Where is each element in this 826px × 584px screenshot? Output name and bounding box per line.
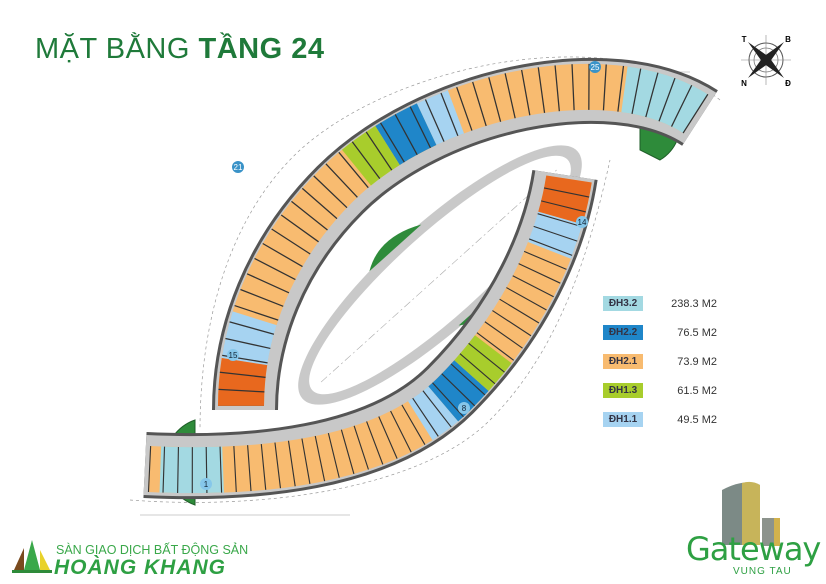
unit-dh1-3 (218, 63, 709, 407)
svg-text:21: 21 (234, 163, 243, 172)
compass-label-west: T (742, 35, 747, 44)
svg-text:14: 14 (578, 218, 587, 227)
legend-area: 73.9 M2 (677, 355, 717, 368)
grid-marker: 8 (458, 402, 470, 414)
svg-text:25: 25 (591, 63, 600, 72)
legend-swatch: ĐH2.2 (603, 325, 643, 340)
legend-area: 238.3 M2 (671, 297, 717, 310)
project-logo-name: Gateway (686, 530, 821, 568)
title-prefix: MẶT BẰNG (35, 33, 190, 65)
svg-text:1: 1 (204, 480, 209, 489)
title-floor: TẦNG 24 (198, 33, 325, 65)
compass-label-east: Đ (785, 79, 791, 88)
grid-marker: 21 (232, 161, 244, 173)
dimension-line-outer-upper (199, 56, 721, 431)
hoang-khang-logo-icon (12, 540, 52, 573)
legend-item: ĐH2.2 76.5 M2 (603, 318, 717, 347)
gateway-tower-image (722, 481, 780, 546)
legend-swatch: ĐH1.1 (603, 412, 643, 427)
page-title: MẶT BẰNG TẦNG 24 (35, 33, 324, 66)
legend-swatch: ĐH1.3 (603, 383, 643, 398)
grid-marker: 1 (200, 478, 212, 490)
building-wing-lower (143, 169, 598, 500)
unit-type-legend: ĐH3.2 238.3 M2 ĐH2.2 76.5 M2 ĐH2.1 73.9 … (603, 289, 717, 434)
project-location: VUNG TAU (733, 566, 792, 577)
grid-marker: 15 (227, 349, 239, 361)
developer-tagline: SÀN GIAO DỊCH BẤT ĐỘNG SẢN (56, 543, 249, 557)
building-wing-upper (212, 57, 718, 411)
legend-item: ĐH1.1 49.5 M2 (603, 405, 717, 434)
compass-label-north: B (785, 35, 791, 44)
legend-area: 61.5 M2 (677, 384, 717, 397)
legend-item: ĐH2.1 73.9 M2 (603, 347, 717, 376)
compass-label-south: N (741, 79, 747, 88)
svg-text:15: 15 (229, 351, 238, 360)
legend-item: ĐH3.2 238.3 M2 (603, 289, 717, 318)
legend-area: 49.5 M2 (677, 413, 717, 426)
legend-swatch: ĐH2.1 (603, 354, 643, 369)
legend-item: ĐH1.3 61.5 M2 (603, 376, 717, 405)
compass-icon: T B N Đ (741, 35, 791, 88)
dimension-line-outer-lower (129, 159, 611, 503)
svg-text:8: 8 (462, 404, 467, 413)
developer-name: HOÀNG KHANG (54, 556, 226, 579)
grid-marker: 25 (589, 61, 601, 73)
grid-marker: 14 (576, 216, 588, 228)
unit-dh1-1 (218, 63, 709, 407)
legend-swatch: ĐH3.2 (603, 296, 643, 311)
legend-area: 76.5 M2 (677, 326, 717, 339)
